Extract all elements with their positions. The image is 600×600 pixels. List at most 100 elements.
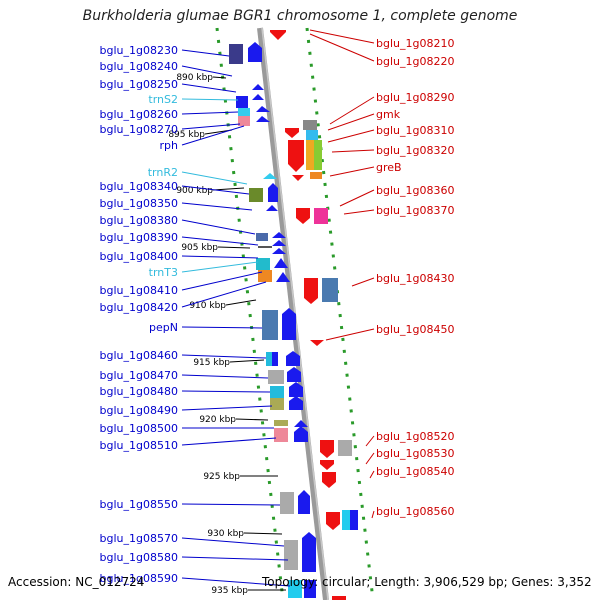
gene-block[interactable] (280, 492, 294, 514)
gene-label[interactable]: bglu_1g08370 (376, 204, 454, 217)
gene-label[interactable]: bglu_1g08530 (376, 447, 454, 460)
gene-label[interactable]: bglu_1g08480 (100, 385, 178, 398)
gene-arrow[interactable] (296, 208, 310, 224)
gene-block[interactable] (238, 108, 250, 116)
gene-block[interactable] (258, 270, 272, 282)
gene-label[interactable]: bglu_1g08470 (100, 369, 178, 382)
gene-block[interactable] (266, 352, 276, 366)
gene-block[interactable] (262, 310, 278, 340)
gene-block[interactable] (342, 510, 350, 530)
gene-label[interactable]: bglu_1g08400 (100, 250, 178, 263)
gene-block[interactable] (274, 420, 288, 426)
gene-label[interactable]: bglu_1g08220 (376, 55, 454, 68)
gene-block[interactable] (274, 428, 288, 442)
gene-block[interactable] (322, 278, 338, 302)
gene-arrow[interactable] (320, 460, 334, 470)
gene-arrow[interactable] (274, 258, 288, 268)
gene-block[interactable] (338, 440, 352, 456)
gene-block[interactable] (256, 233, 268, 241)
gene-block[interactable] (236, 96, 248, 108)
gene-block[interactable] (306, 140, 314, 170)
gene-label[interactable]: bglu_1g08290 (376, 91, 454, 104)
gene-label[interactable]: bglu_1g08210 (376, 37, 454, 50)
gene-label[interactable]: bglu_1g08500 (100, 422, 178, 435)
gene-block[interactable] (310, 172, 322, 179)
gene-label[interactable]: bglu_1g08240 (100, 60, 178, 73)
gene-block[interactable] (304, 580, 316, 598)
gene-block[interactable] (288, 580, 302, 598)
gene-label[interactable]: bglu_1g08590 (100, 572, 178, 585)
gene-block[interactable] (256, 258, 270, 270)
gene-label[interactable]: bglu_1g08340 (100, 180, 178, 193)
gene-arrow[interactable] (294, 426, 308, 442)
gene-block[interactable] (270, 386, 284, 398)
gene-arrow[interactable] (332, 596, 346, 600)
gene-label[interactable]: bglu_1g08520 (376, 430, 454, 443)
gene-label[interactable]: bglu_1g08360 (376, 184, 454, 197)
gene-arrow[interactable] (320, 440, 334, 458)
gene-label[interactable]: bglu_1g08420 (100, 301, 178, 314)
gene-arrow[interactable] (289, 382, 303, 397)
gene-block[interactable] (268, 370, 284, 384)
gene-label[interactable]: bglu_1g08270 (100, 123, 178, 136)
gene-block[interactable] (314, 208, 328, 224)
gene-label[interactable]: pepN (149, 321, 178, 334)
gene-arrow[interactable] (256, 106, 270, 112)
gene-label[interactable]: trnR2 (148, 166, 178, 179)
gene-block[interactable] (249, 188, 263, 202)
gene-label[interactable]: bglu_1g08250 (100, 78, 178, 91)
gene-label[interactable]: bglu_1g08570 (100, 532, 178, 545)
gene-arrow[interactable] (304, 278, 318, 304)
gene-arrow[interactable] (266, 205, 278, 211)
gene-label[interactable]: bglu_1g08550 (100, 498, 178, 511)
gene-label[interactable]: bglu_1g08390 (100, 231, 178, 244)
gene-arrow[interactable] (268, 183, 278, 202)
gene-arrow[interactable] (302, 532, 316, 572)
gene-label[interactable]: trnT3 (149, 266, 178, 279)
gene-arrow[interactable] (289, 396, 303, 410)
gene-arrow[interactable] (298, 490, 310, 514)
gene-label[interactable]: bglu_1g08510 (100, 439, 178, 452)
gene-arrow[interactable] (256, 116, 270, 122)
gene-arrow[interactable] (322, 472, 336, 488)
gene-block[interactable] (284, 540, 298, 570)
gene-arrow[interactable] (252, 94, 264, 100)
gene-block[interactable] (270, 398, 284, 410)
gene-label[interactable]: bglu_1g08490 (100, 404, 178, 417)
gene-label[interactable]: bglu_1g08560 (376, 505, 454, 518)
gene-arrow[interactable] (285, 128, 299, 138)
gene-block[interactable] (258, 246, 272, 248)
gene-label[interactable]: bglu_1g08260 (100, 108, 178, 121)
gene-label[interactable]: bglu_1g08230 (100, 44, 178, 57)
gene-arrow[interactable] (294, 420, 308, 427)
gene-arrow[interactable] (276, 272, 290, 282)
gene-arrow[interactable] (292, 175, 304, 181)
gene-arrow[interactable] (270, 30, 286, 40)
gene-arrow[interactable] (252, 84, 264, 90)
gene-block[interactable] (238, 116, 250, 126)
gene-arrow[interactable] (272, 240, 286, 246)
gene-label[interactable]: trnS2 (148, 93, 178, 106)
gene-block[interactable] (350, 510, 358, 530)
gene-arrow[interactable] (326, 512, 340, 530)
gene-arrow[interactable] (272, 232, 286, 238)
gene-block[interactable] (229, 44, 243, 64)
gene-arrow[interactable] (287, 367, 301, 382)
gene-arrow[interactable] (310, 340, 324, 346)
gene-label[interactable]: bglu_1g08460 (100, 349, 178, 362)
gene-label[interactable]: bglu_1g08430 (376, 272, 454, 285)
gene-block[interactable] (272, 352, 278, 366)
gene-arrow[interactable] (272, 248, 286, 254)
gene-arrow[interactable] (282, 308, 296, 340)
rna-arrow[interactable] (263, 173, 277, 179)
gene-arrow[interactable] (288, 140, 304, 172)
gene-label[interactable]: greB (376, 161, 402, 174)
gene-label[interactable]: bglu_1g08410 (100, 284, 178, 297)
gene-block[interactable] (306, 130, 318, 140)
gene-label[interactable]: bglu_1g08380 (100, 214, 178, 227)
gene-label[interactable]: bglu_1g08540 (376, 465, 454, 478)
gene-label[interactable]: gmk (376, 108, 401, 121)
gene-label[interactable]: bglu_1g08310 (376, 124, 454, 137)
gene-block[interactable] (303, 120, 317, 130)
gene-label[interactable]: bglu_1g08350 (100, 197, 178, 210)
